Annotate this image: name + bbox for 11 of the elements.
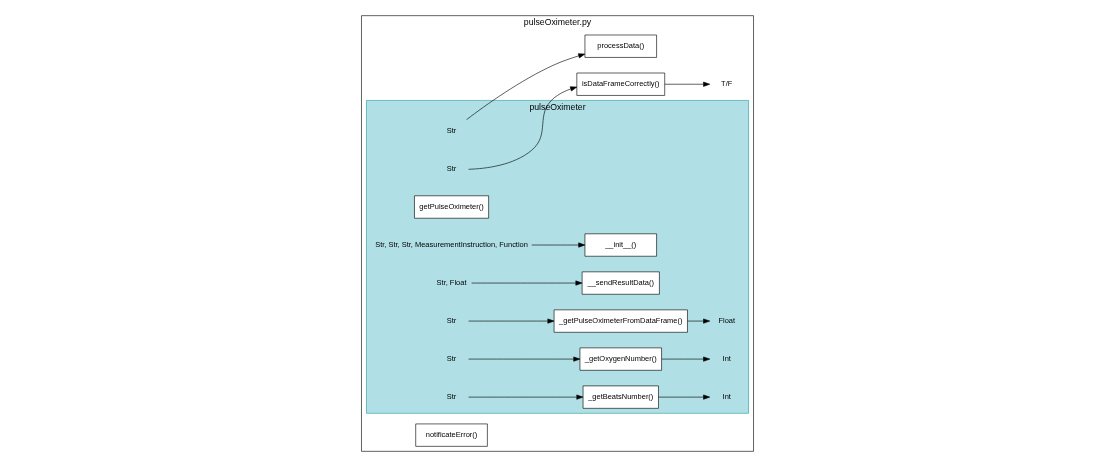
arrow — [687, 318, 711, 324]
arrow — [468, 318, 555, 324]
arrow — [664, 81, 711, 87]
arrow — [468, 86, 578, 170]
arrow — [466, 53, 586, 120]
arrow — [468, 394, 584, 400]
arrow — [468, 356, 581, 362]
arrow — [658, 394, 711, 400]
arrow — [471, 280, 583, 286]
arrow — [661, 356, 711, 362]
arrow — [531, 242, 586, 248]
